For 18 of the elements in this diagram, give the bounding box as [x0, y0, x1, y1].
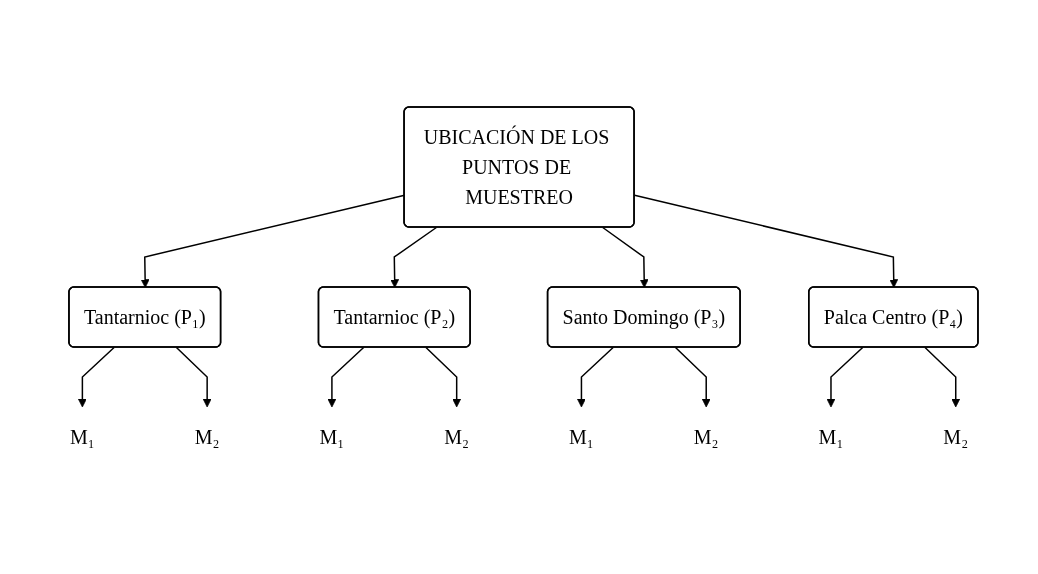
arrow [601, 226, 649, 288]
node-text: M₂ [444, 426, 469, 448]
arrow [577, 346, 614, 408]
arrow [674, 346, 711, 408]
node-text: M₁ [818, 426, 844, 448]
arrow [175, 346, 212, 408]
arrow [425, 346, 461, 408]
arrow [826, 346, 864, 408]
node-text: M₁ [69, 426, 95, 448]
node-text: M₁ [569, 426, 594, 448]
node-text: M₁ [319, 426, 345, 448]
arrow [77, 346, 115, 408]
node-text: M₂ [194, 426, 220, 448]
node-text: M₂ [693, 426, 719, 448]
node-text: M₂ [943, 426, 969, 448]
arrow [924, 346, 961, 408]
arrow [327, 346, 365, 408]
arrow [390, 226, 438, 288]
